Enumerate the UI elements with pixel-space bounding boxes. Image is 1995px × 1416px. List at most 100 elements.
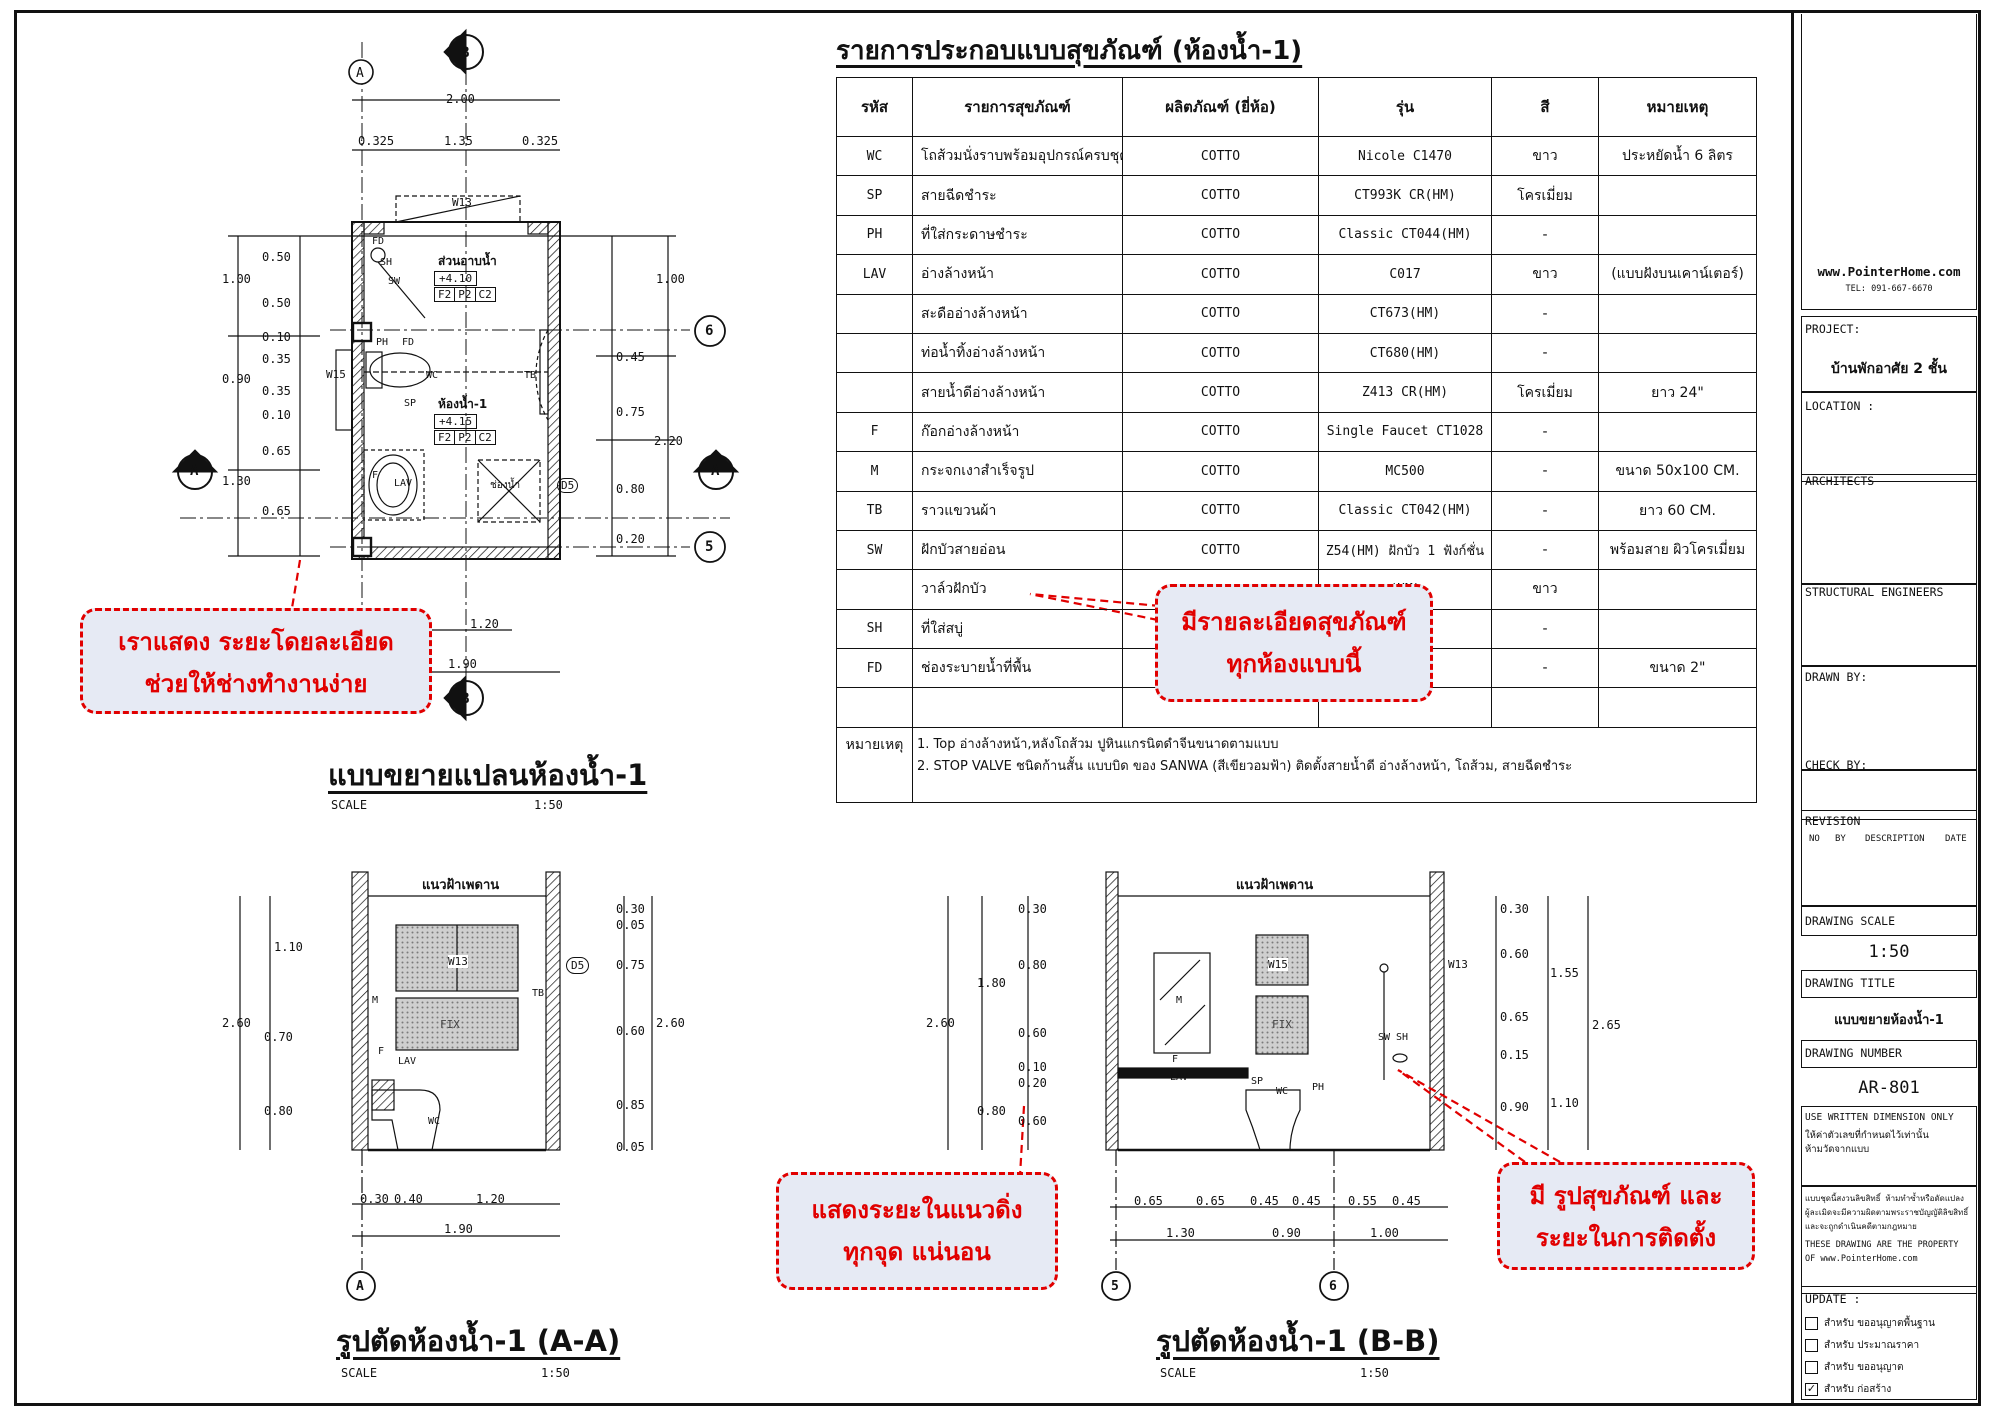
drawing-title-label: DRAWING TITLE xyxy=(1805,976,1896,990)
section-aa-dim-left-1: 1.10 xyxy=(274,940,303,954)
drawing-scale-label: DRAWING SCALE xyxy=(1805,914,1896,928)
section-bb-dim-bottom-4: 0.45 xyxy=(1292,1194,1321,1208)
structural-label: STRUCTURAL ENGINEERS xyxy=(1805,585,1944,599)
cell-remark xyxy=(1598,293,1757,334)
cell-color: - xyxy=(1491,608,1599,650)
plan-dim-right-2: 0.45 xyxy=(616,350,645,364)
update-item-2[interactable]: สำหรับ ประมาณราคา xyxy=(1805,1338,1919,1353)
cell-item: ราวแขวนผ้า xyxy=(912,490,1123,531)
cell-remark xyxy=(1598,214,1757,256)
section-bb-dim-bottom-total-2: 0.90 xyxy=(1272,1226,1301,1240)
cell-item: สะดืออ่างล้างหน้า xyxy=(912,293,1123,334)
cell-code: FD xyxy=(836,648,913,689)
plan-room-bath-label: ห้องน้ำ-1 xyxy=(438,397,488,411)
cell-code xyxy=(836,372,913,413)
cell-code: SW xyxy=(836,529,913,571)
section-aa-dim-bottom-2: 0.40 xyxy=(394,1192,423,1206)
plan-dim-left-7: 0.65 xyxy=(262,444,291,458)
section-bb-tag-wc: WC xyxy=(1276,1086,1289,1097)
section-bb-dim-bottom-total-1: 1.30 xyxy=(1166,1226,1195,1240)
section-bb-dim-left-6: 0.60 xyxy=(1018,1114,1047,1128)
plan-grid-6-label: 6 xyxy=(705,323,714,339)
section-bb-dim-left-3: 0.60 xyxy=(1018,1026,1047,1040)
architects-label: ARCHITECTS xyxy=(1805,474,1875,488)
callout-fixtures-line-2: ระยะในการติดตั้ง xyxy=(1535,1224,1717,1252)
cell-color: - xyxy=(1491,451,1599,492)
update-item-1-label: สำหรับ ขออนุญาตพื้นฐาน xyxy=(1824,1318,1935,1329)
header-model: รุ่น xyxy=(1318,77,1492,137)
checkbox-icon[interactable] xyxy=(1805,1360,1818,1374)
finish-tag-floor: F2 xyxy=(435,288,456,301)
location-label: LOCATION : xyxy=(1805,399,1875,413)
checkbox-icon[interactable] xyxy=(1805,1338,1818,1352)
update-item-2-label: สำหรับ ประมาณราคา xyxy=(1824,1340,1920,1351)
plan-dim-right-1: 1.00 xyxy=(656,272,685,286)
section-aa-dim-right-1: 0.30 xyxy=(616,902,645,916)
section-aa-dim-right-2: 0.05 xyxy=(616,918,645,932)
cell-item: สายน้ำดีอ่างล้างหน้า xyxy=(912,372,1123,413)
callout-plan-line-1: เราแสดง ระยะโดยละเอียด xyxy=(118,628,394,656)
cell-item: อ่างล้างหน้า xyxy=(912,254,1123,295)
section-aa-tag-m: M xyxy=(372,995,379,1006)
section-aa-scale-label: SCALE xyxy=(341,1366,378,1380)
update-item-1[interactable]: สำหรับ ขออนุญาตพื้นฐาน xyxy=(1805,1316,1935,1331)
cell-item: วาล์วฝักบัว xyxy=(912,569,1123,610)
cell-brand: COTTO xyxy=(1122,135,1319,177)
title-block-check-cell xyxy=(1801,770,1977,820)
cell-color: - xyxy=(1491,332,1599,374)
plan-dim-bottom-2: 1.90 xyxy=(448,657,477,671)
notes-content: 1. Top อ่างล้างหน้า,หลังโถส้วม ปูหินแกรน… xyxy=(912,726,1757,803)
update-item-3[interactable]: สำหรับ ขออนุญาต xyxy=(1805,1360,1904,1375)
cell-code xyxy=(836,332,913,374)
section-aa-ceiling-label: แนวฝ้าเพดาน xyxy=(422,878,500,893)
plan-dim-right-4: 0.80 xyxy=(616,482,645,496)
cell-remark: ขนาด 2" xyxy=(1598,648,1757,689)
section-bb-grid-6-label: 6 xyxy=(1329,1279,1337,1294)
cell-color xyxy=(1491,687,1599,728)
plan-shower-area-label: ช่องน้ำ xyxy=(490,480,521,491)
plan-dim-bottom-1: 1.20 xyxy=(470,617,499,631)
note-line: 2. STOP VALVE ชนิดก้านสั้น แบบบิด ของ SA… xyxy=(917,758,1573,774)
plan-dim-left-2: 0.50 xyxy=(262,296,291,310)
update-item-4[interactable]: ✓สำหรับ ก่อสร้าง xyxy=(1805,1382,1891,1397)
dim-note-en: USE WRITTEN DIMENSION ONLY xyxy=(1805,1112,1954,1123)
section-bb-dim-right-mid-2: 1.10 xyxy=(1550,1096,1579,1110)
section-aa-dim-right-5: 0.85 xyxy=(616,1098,645,1112)
copyright-th-3: และจะถูกดำเนินคดีตามกฎหมาย xyxy=(1805,1222,1917,1231)
cell-item: โถส้วมนั่งราบพร้อมอุปกรณ์ครบชุด xyxy=(912,135,1123,177)
drawing-scale-value: 1:50 xyxy=(1868,942,1910,962)
title-block-revision-cell xyxy=(1801,810,1977,906)
title-block-copyright-cell xyxy=(1801,1186,1977,1294)
section-bb-dim-left-4: 0.10 xyxy=(1018,1060,1047,1074)
cell-color: ขาว xyxy=(1491,254,1599,295)
checkbox-checked-icon[interactable]: ✓ xyxy=(1805,1381,1818,1396)
cell-color: - xyxy=(1491,214,1599,256)
plan-dim-left-4: 0.35 xyxy=(262,352,291,366)
cell-color: - xyxy=(1491,490,1599,531)
callout-fixture-table: มีรายละเอียดสุขภัณฑ์ ทุกห้องแบบนี้ xyxy=(1155,584,1433,702)
checkbox-icon[interactable] xyxy=(1805,1316,1818,1330)
cell-remark: ประหยัดน้ำ 6 ลิตร xyxy=(1598,135,1757,177)
section-bb-dim-bottom-total-3: 1.00 xyxy=(1370,1226,1399,1240)
plan-section-a-left-label: A xyxy=(190,463,199,479)
plan-title: แบบขยายแปลนห้องน้ำ-1 xyxy=(328,758,648,792)
section-bb-ceiling-label: แนวฝ้าเพดาน xyxy=(1236,878,1314,893)
title-block-number-label-cell xyxy=(1801,1040,1977,1068)
section-bb-grid-markers xyxy=(1101,1271,1349,1301)
title-block-drawn-cell xyxy=(1801,666,1977,770)
section-aa-grid-marker xyxy=(346,1271,376,1301)
section-bb-dim-bottom-1: 0.65 xyxy=(1134,1194,1163,1208)
plan-tag-lav: LAV xyxy=(394,478,413,489)
section-aa-dim-bottom-3: 1.20 xyxy=(476,1192,505,1206)
cell-brand: COTTO xyxy=(1122,293,1319,334)
section-aa-drawing xyxy=(239,871,653,1270)
